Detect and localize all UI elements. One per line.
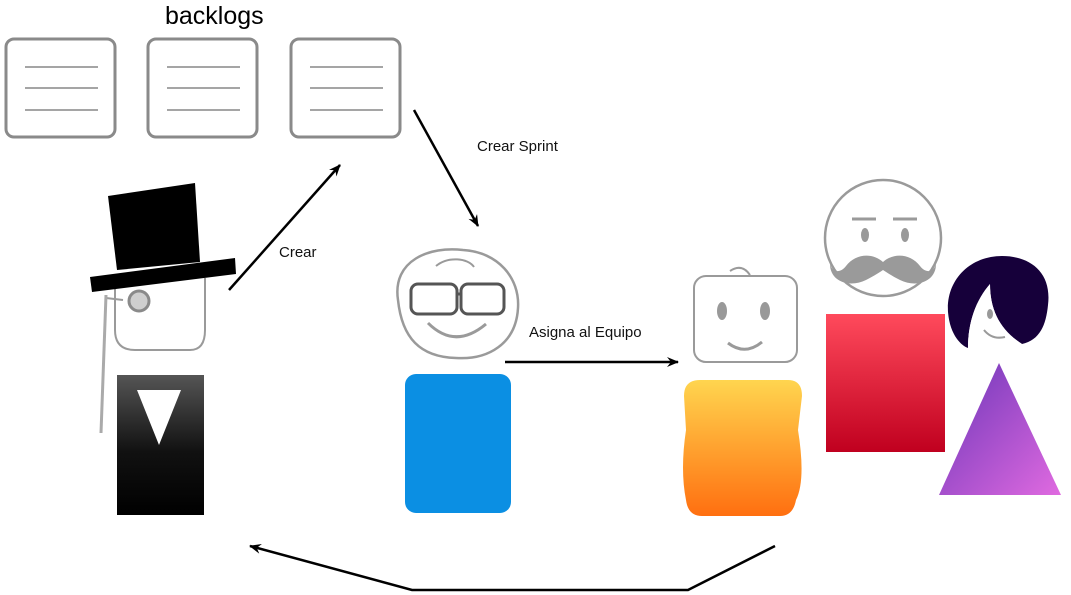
- arrow-return: [249, 544, 776, 592]
- document-lines-icon: [167, 66, 240, 111]
- top-hat-gentleman-icon: [90, 183, 236, 515]
- arrow-create: [228, 164, 341, 291]
- backlog-card: [146, 37, 259, 139]
- arrow-label-create-sprint: Crear Sprint: [477, 138, 558, 155]
- arrow-create-sprint: [412, 109, 480, 227]
- backlog-card: [289, 37, 402, 139]
- dark-hair-face-icon: [939, 256, 1061, 495]
- arrow-label-create: Crear: [279, 244, 317, 261]
- arrow-label-assign-team: Asigna al Equipo: [529, 324, 642, 341]
- document-lines-icon: [25, 66, 98, 111]
- glasses-face-icon: [396, 248, 520, 513]
- diagram-title: backlogs: [165, 2, 264, 30]
- mustache-face-icon: [823, 178, 945, 452]
- backlog-card: [4, 37, 117, 139]
- square-face-icon: [683, 266, 802, 516]
- document-lines-icon: [310, 66, 383, 111]
